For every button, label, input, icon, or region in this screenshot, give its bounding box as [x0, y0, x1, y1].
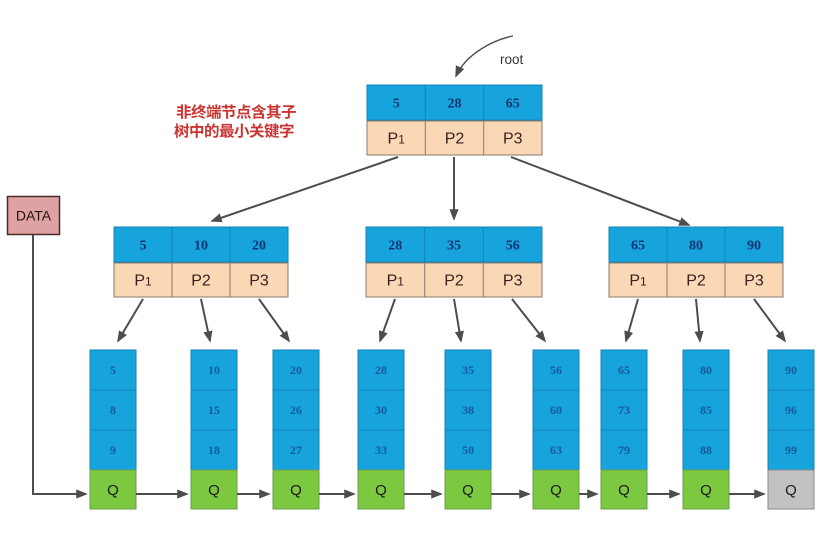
svg-text:35: 35 — [447, 239, 461, 254]
svg-text:P2: P2 — [445, 131, 465, 148]
svg-text:P1: P1 — [134, 273, 152, 290]
svg-text:P1: P1 — [388, 131, 406, 148]
svg-text:18: 18 — [208, 443, 220, 457]
svg-text:P3: P3 — [744, 273, 764, 290]
svg-text:10: 10 — [208, 363, 220, 377]
svg-text:50: 50 — [462, 443, 474, 457]
svg-text:15: 15 — [208, 403, 220, 417]
svg-text:P1: P1 — [629, 273, 647, 290]
svg-text:56: 56 — [506, 239, 520, 254]
svg-text:5: 5 — [110, 363, 116, 377]
svg-text:root: root — [500, 52, 524, 67]
svg-text:85: 85 — [700, 403, 712, 417]
svg-text:Q: Q — [550, 482, 562, 499]
svg-text:88: 88 — [700, 443, 712, 457]
svg-text:28: 28 — [448, 97, 462, 112]
svg-text:9: 9 — [110, 443, 116, 457]
svg-text:20: 20 — [252, 239, 266, 254]
svg-text:P2: P2 — [686, 273, 706, 290]
svg-text:Q: Q — [290, 482, 302, 499]
svg-text:65: 65 — [618, 363, 630, 377]
svg-text:28: 28 — [375, 363, 387, 377]
svg-text:P3: P3 — [503, 273, 523, 290]
svg-text:P3: P3 — [503, 131, 523, 148]
svg-text:73: 73 — [618, 403, 630, 417]
svg-text:10: 10 — [194, 239, 208, 254]
svg-text:P3: P3 — [249, 273, 269, 290]
svg-text:96: 96 — [785, 403, 797, 417]
svg-text:5: 5 — [393, 97, 400, 112]
svg-text:80: 80 — [700, 363, 712, 377]
svg-text:Q: Q — [107, 482, 119, 499]
svg-text:DATA: DATA — [16, 208, 52, 224]
svg-text:8: 8 — [110, 403, 116, 417]
svg-text:Q: Q — [618, 482, 630, 499]
svg-text:P2: P2 — [191, 273, 211, 290]
svg-text:80: 80 — [689, 239, 703, 254]
svg-text:27: 27 — [290, 443, 302, 457]
svg-text:65: 65 — [631, 239, 645, 254]
svg-text:35: 35 — [462, 363, 474, 377]
svg-text:Q: Q — [208, 482, 220, 499]
svg-text:56: 56 — [550, 363, 562, 377]
svg-text:Q: Q — [462, 482, 474, 499]
svg-text:33: 33 — [375, 443, 387, 457]
svg-text:Q: Q — [785, 482, 797, 499]
svg-text:90: 90 — [785, 363, 797, 377]
svg-text:90: 90 — [747, 239, 761, 254]
svg-text:99: 99 — [785, 443, 797, 457]
svg-text:63: 63 — [550, 443, 562, 457]
svg-text:Q: Q — [700, 482, 712, 499]
svg-text:5: 5 — [140, 239, 147, 254]
svg-text:60: 60 — [550, 403, 562, 417]
svg-text:79: 79 — [618, 443, 630, 457]
svg-text:38: 38 — [462, 403, 474, 417]
svg-text:Q: Q — [375, 482, 387, 499]
svg-text:P1: P1 — [387, 273, 405, 290]
svg-text:P2: P2 — [444, 273, 464, 290]
svg-text:28: 28 — [388, 239, 402, 254]
svg-text:65: 65 — [506, 97, 520, 112]
svg-text:20: 20 — [290, 363, 302, 377]
svg-text:26: 26 — [290, 403, 302, 417]
svg-text:30: 30 — [375, 403, 387, 417]
